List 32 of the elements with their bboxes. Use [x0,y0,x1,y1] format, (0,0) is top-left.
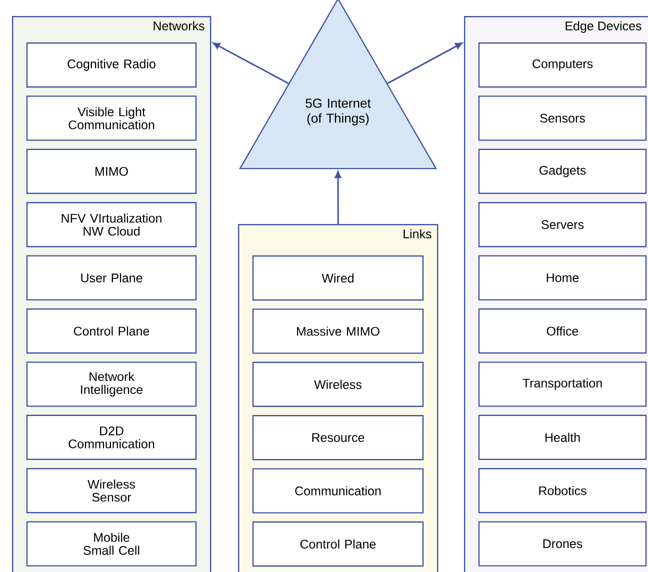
item-box: NFV VIrtualization NW Cloud [26,202,197,248]
item-box: Wireless Sensor [26,468,197,514]
arrow [334,171,342,224]
item-box: MIMO [26,148,197,194]
item-box: Network Intelligence [26,362,197,407]
item-box: Resource [252,415,424,460]
item-box: Office [478,308,647,354]
item-box: Gadgets [478,148,647,194]
item-box: Communication [252,468,424,514]
item-box: Massive MIMO [252,308,424,354]
item-box: Visible Light Communication [26,96,197,141]
item-box: D2D Communication [26,414,197,460]
panel-title: Links [404,229,432,238]
item-box: Transportation [478,362,647,407]
item-box: Computers [478,42,647,88]
item-box: Health [478,414,647,460]
item-box: Home [478,255,647,300]
item-box: Wireless [252,362,424,407]
item-box: Control Plane [26,308,197,354]
item-box: Cognitive Radio [26,42,197,88]
item-box: Drones [478,521,647,566]
panel-title: Networks [154,21,204,30]
item-box: Wired [252,255,424,301]
panel-title: Edge Devices [566,21,642,33]
item-box: User Plane [26,255,197,300]
item-box: Robotics [478,468,647,514]
item-box: Servers [478,202,647,248]
item-box: Mobile Small Cell [26,521,197,566]
item-box: Control Plane [252,521,424,567]
arrow [212,42,289,84]
arrow [387,42,462,84]
item-box: Sensors [478,96,647,141]
